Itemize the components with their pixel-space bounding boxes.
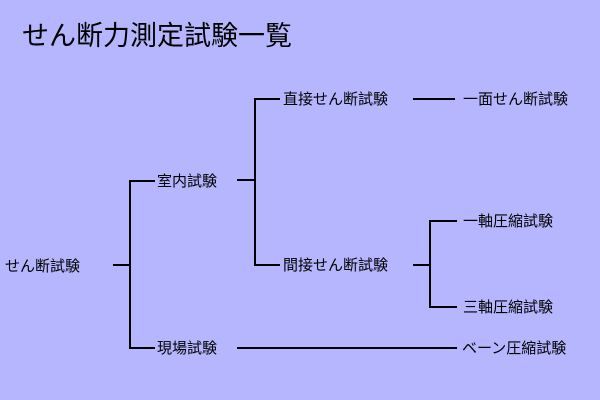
node-shear-test: せん断試験	[5, 257, 81, 275]
node-single-plane-shear-test: 一面せん断試験	[463, 90, 569, 108]
node-lab-test: 室内試験	[157, 172, 218, 190]
node-triaxial-compression-test: 三軸圧縮試験	[463, 298, 554, 316]
node-unconfined-compression-test: 一軸圧縮試験	[463, 212, 554, 230]
node-direct-shear-test: 直接せん断試験	[283, 90, 389, 108]
diagram-title: せん断力測定試験一覧	[22, 21, 292, 52]
node-vane-test: ベーン圧縮試験	[462, 339, 567, 357]
node-indirect-shear-test: 間接せん断試験	[283, 256, 389, 274]
node-field-test: 現場試験	[157, 339, 218, 357]
